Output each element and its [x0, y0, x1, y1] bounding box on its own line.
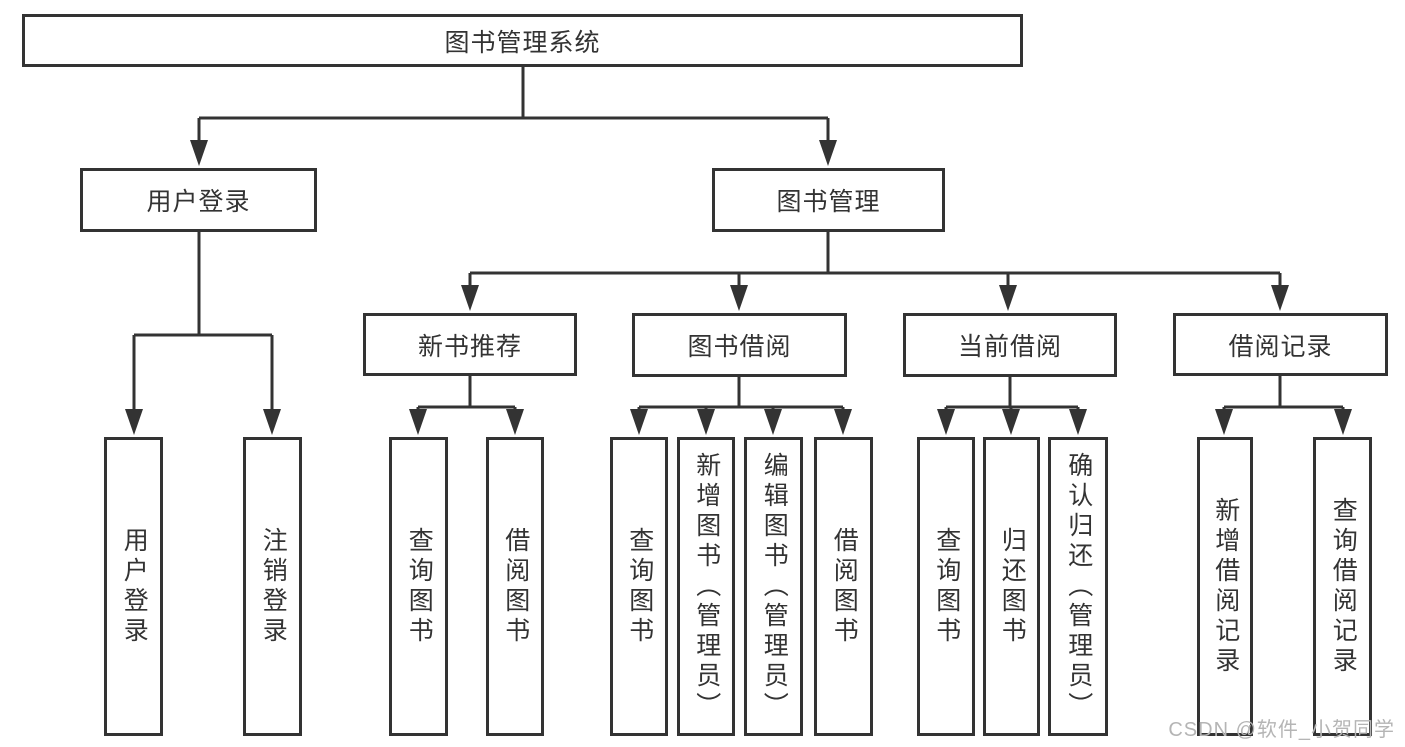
node-label: 新增借阅记录 — [1211, 496, 1240, 677]
node-label: 编辑图书（管理员） — [760, 451, 789, 722]
node-label: 注销登录 — [259, 526, 288, 647]
leaf-logout: 注销登录 — [243, 437, 302, 736]
node-label: 用户登录 — [146, 188, 251, 216]
node-label: 查询图书 — [625, 526, 654, 647]
node-book-management-system: 图书管理系统 — [22, 14, 1023, 67]
leaf-query-books-2: 查询图书 — [610, 437, 668, 736]
node-label: 借阅图书 — [830, 526, 859, 647]
node-label: 当前借阅 — [957, 333, 1062, 361]
node-label: 新书推荐 — [417, 332, 522, 361]
node-user-login: 用户登录 — [80, 168, 317, 232]
node-label: 确认归还（管理员） — [1064, 451, 1093, 722]
leaf-user-login: 用户登录 — [104, 437, 163, 736]
node-label: 借阅记录 — [1228, 332, 1333, 361]
node-label: 查询图书 — [932, 526, 961, 647]
watermark: CSDN @软件_小贺同学 — [1168, 719, 1395, 741]
leaf-add-borrow-record: 新增借阅记录 — [1197, 437, 1253, 736]
node-label: 借阅图书 — [501, 526, 530, 647]
leaf-query-borrow-record: 查询借阅记录 — [1313, 437, 1372, 736]
node-new-book-recommendation: 新书推荐 — [363, 313, 577, 376]
leaf-edit-book-admin: 编辑图书（管理员） — [744, 437, 803, 736]
leaf-borrow-books-2: 借阅图书 — [814, 437, 873, 736]
leaf-query-books-1: 查询图书 — [389, 437, 448, 736]
node-book-management: 图书管理 — [712, 168, 945, 232]
leaf-borrow-books-1: 借阅图书 — [486, 437, 544, 736]
leaf-add-book-admin: 新增图书（管理员） — [677, 437, 735, 736]
leaf-confirm-return-admin: 确认归还（管理员） — [1048, 437, 1108, 736]
node-label: 归还图书 — [998, 526, 1027, 647]
node-label: 图书借阅 — [687, 333, 792, 361]
node-current-borrowing: 当前借阅 — [903, 313, 1117, 377]
node-label: 查询图书 — [405, 526, 434, 647]
node-borrowing-records: 借阅记录 — [1173, 313, 1388, 376]
node-label: 新增图书（管理员） — [692, 451, 721, 722]
node-label: 用户登录 — [120, 526, 149, 647]
node-label: 查询借阅记录 — [1329, 496, 1358, 677]
leaf-return-books: 归还图书 — [983, 437, 1040, 736]
node-label: 图书管理 — [776, 188, 881, 216]
leaf-query-books-3: 查询图书 — [917, 437, 975, 736]
node-book-borrowing: 图书借阅 — [632, 313, 847, 377]
node-label: 图书管理系统 — [444, 28, 601, 57]
